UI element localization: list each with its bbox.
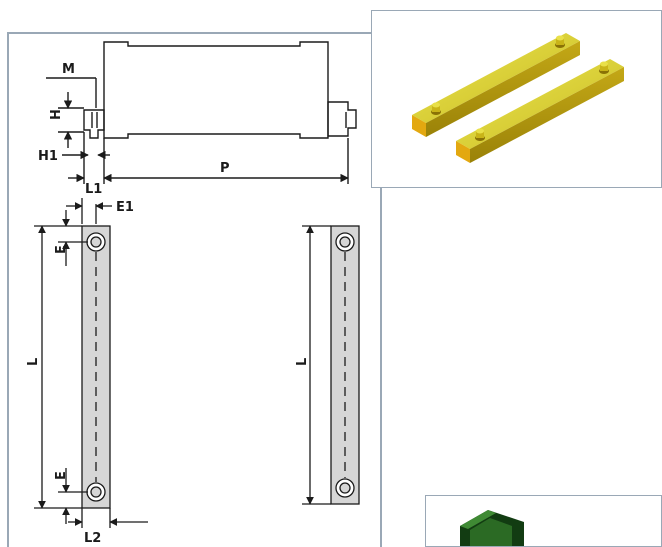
- product-photo-panel: [371, 10, 662, 188]
- label-e1: E1: [116, 200, 134, 215]
- label-e-top: E: [54, 245, 69, 254]
- right-clip: [327, 101, 357, 137]
- brass-bar-2: [456, 59, 624, 163]
- drawing-frame: [7, 32, 382, 547]
- front-view-right: [302, 225, 360, 505]
- label-l-left: L: [26, 358, 41, 366]
- label-e-bottom: E: [54, 471, 69, 480]
- brass-bars-photo: [412, 33, 624, 163]
- label-l1: L1: [85, 182, 102, 197]
- front-view-left: [34, 198, 148, 528]
- product-photo-panel-bottom: [425, 495, 662, 547]
- label-p: P: [220, 161, 230, 176]
- label-l2: L2: [84, 531, 101, 546]
- label-l-right: L: [295, 358, 310, 366]
- label-h1: H1: [38, 149, 58, 164]
- label-h: H: [49, 109, 64, 120]
- enclosure-outline: [103, 41, 329, 139]
- brass-bar-1: [412, 33, 580, 137]
- left-clip: [83, 109, 105, 139]
- green-enclosure-photo: [460, 510, 524, 546]
- label-m: M: [62, 62, 75, 77]
- side-view: [46, 41, 357, 184]
